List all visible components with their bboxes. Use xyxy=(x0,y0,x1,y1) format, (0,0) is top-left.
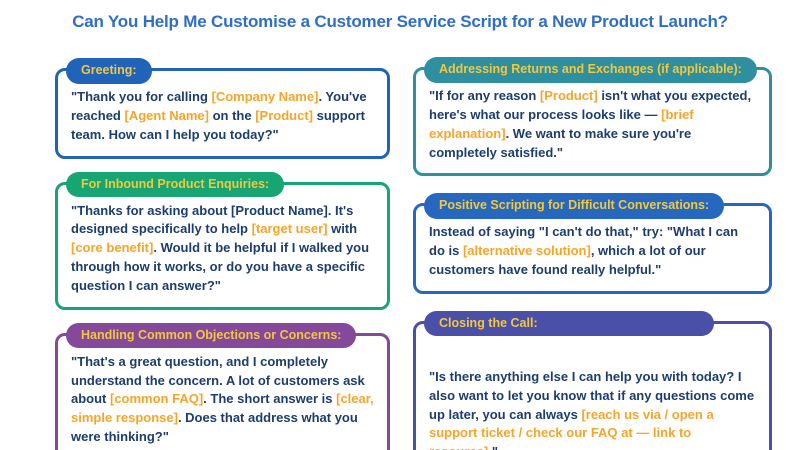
card-closing-script: "Is there anything else I can help you w… xyxy=(429,341,756,450)
script-text-segment: . Would it be helpful if I walked you th… xyxy=(71,240,370,293)
card-closing-header-pill: Closing the Call: xyxy=(424,310,714,337)
card-objections: Handling Common Objections or Concerns: … xyxy=(55,322,390,450)
placeholder-token: [Product] xyxy=(255,107,313,123)
script-text-segment: "Thanks for asking about [Product Name].… xyxy=(71,202,354,237)
card-inbound-enquiries-script: "Thanks for asking about [Product Name].… xyxy=(71,202,374,296)
left-column: Greeting: "Thank you for calling [Compan… xyxy=(55,58,390,450)
placeholder-token: [brief explanation] xyxy=(429,106,694,141)
card-returns-script: "If for any reason [Product] isn't what … xyxy=(429,87,756,162)
placeholder-token: [core benefit] xyxy=(71,240,154,256)
placeholder-token: [alternative solution] xyxy=(462,243,591,259)
script-text-segment: "That's a great question, and I complete… xyxy=(71,353,365,407)
card-inbound-enquiries: For Inbound Product Enquiries: "Thanks f… xyxy=(55,171,390,310)
script-text-segment: , which a lot of our customers have foun… xyxy=(429,243,706,278)
card-positive-scripting: Positive Scripting for Difficult Convers… xyxy=(413,193,772,294)
script-text-segment: . We want to make sure you're completely… xyxy=(429,125,692,160)
script-text-segment: "Is there anything else I can help you w… xyxy=(429,368,755,422)
placeholder-token: [Agent Name] xyxy=(124,107,209,123)
placeholder-token: [Company Name] xyxy=(211,89,319,104)
script-text-segment: Instead of saying "I can't do that," try… xyxy=(429,224,739,259)
page-title: Can You Help Me Customise a Customer Ser… xyxy=(72,12,728,31)
card-positive-scripting-header-pill: Positive Scripting for Difficult Convers… xyxy=(424,193,725,219)
script-text-segment: . You've reached xyxy=(71,89,367,123)
card-returns-header-pill: Addressing Returns and Exchanges (if app… xyxy=(424,57,757,83)
script-text-segment: isn't what you expected, here's what our… xyxy=(429,88,752,122)
placeholder-token: [target user] xyxy=(251,221,328,237)
script-text-segment: ." xyxy=(488,444,498,450)
card-objections-header-pill: Handling Common Objections or Concerns: xyxy=(66,322,357,349)
script-text-segment: "If for any reason xyxy=(429,88,540,103)
placeholder-token: [reach us via / open a support ticket / … xyxy=(429,406,714,450)
script-text-segment: with xyxy=(327,221,358,237)
placeholder-token: [Product] xyxy=(539,88,598,103)
script-text-segment: support team. How can I help you today?" xyxy=(71,107,365,142)
script-text-segment: "Thank you for calling xyxy=(71,89,212,104)
script-text-segment: . Does that address what you were thinki… xyxy=(71,410,358,445)
card-greeting: Greeting: "Thank you for calling [Compan… xyxy=(55,58,390,159)
card-greeting-script: "Thank you for calling [Company Name]. Y… xyxy=(71,88,374,145)
script-text-segment: . The short answer is xyxy=(203,391,337,407)
script-text-segment: on the xyxy=(209,107,256,123)
card-inbound-enquiries-header-pill: For Inbound Product Enquiries: xyxy=(66,171,285,198)
placeholder-token: [clear, simple response] xyxy=(71,391,374,426)
card-objections-script: "That's a great question, and I complete… xyxy=(71,353,374,447)
card-greeting-header-pill: Greeting: xyxy=(66,58,152,84)
card-positive-scripting-script: Instead of saying "I can't do that," try… xyxy=(429,223,756,280)
card-returns: Addressing Returns and Exchanges (if app… xyxy=(413,57,772,177)
card-closing: Closing the Call: "Is there anything els… xyxy=(413,310,772,450)
placeholder-token: [common FAQ] xyxy=(110,391,204,407)
right-column: Addressing Returns and Exchanges (if app… xyxy=(413,57,772,450)
